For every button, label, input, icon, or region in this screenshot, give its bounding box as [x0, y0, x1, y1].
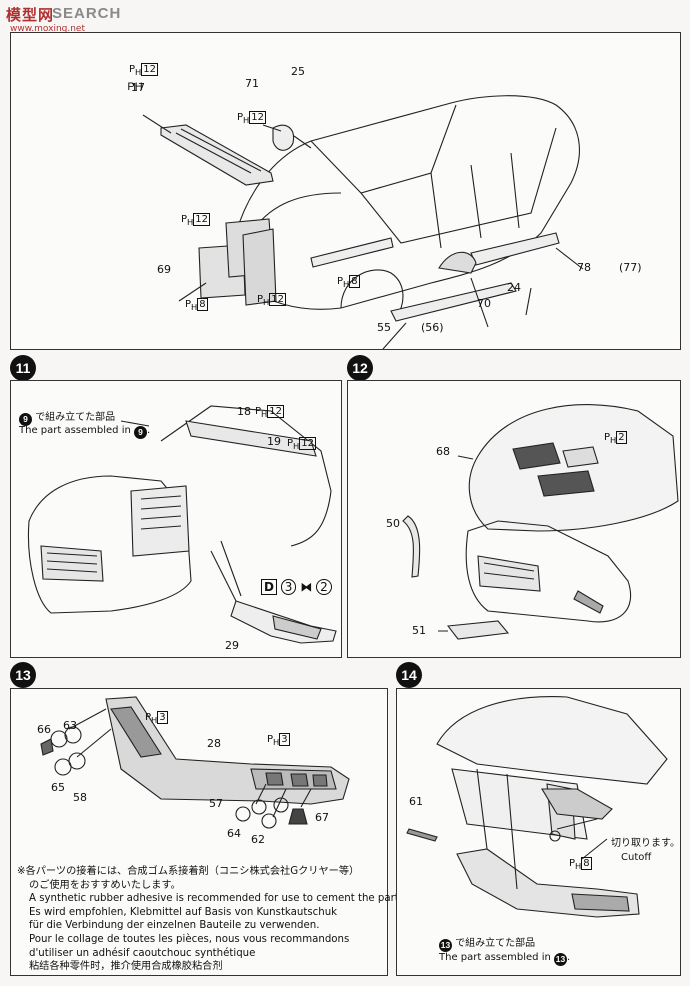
- ref-note-jp: 9 で組み立てた部品: [19, 411, 115, 426]
- part-label: 78: [577, 261, 591, 274]
- part-label: 62: [251, 833, 265, 846]
- watermark-brand: SEARCH: [52, 5, 122, 22]
- watermark-logo: 模型网: [6, 6, 55, 24]
- ref-note-en: The part assembled in 13.: [439, 952, 571, 966]
- cutoff-jp: 切り取ります。: [611, 838, 680, 849]
- part-label: 29: [225, 639, 239, 652]
- part-label: 51: [412, 624, 426, 637]
- part-label: 61: [409, 795, 423, 808]
- top-illustration: PH: [127, 81, 584, 350]
- part-label: 68: [436, 445, 450, 458]
- step-badge-11: 11: [10, 355, 36, 381]
- adhesive-note: ※各パーツの接着には、合成ゴム系接着剤（コニシ株式会社Gクリヤー等） のご使用を…: [17, 866, 408, 973]
- top-ph-1: PH: [127, 81, 142, 93]
- panel-12-illustration: [402, 404, 679, 640]
- part-label: 65: [51, 781, 65, 794]
- panel-11-illustration: [27, 405, 337, 644]
- part-label: 63: [63, 719, 77, 732]
- part-label: 50: [386, 517, 400, 530]
- part-label: 24: [507, 281, 521, 294]
- part-label: 67: [315, 811, 329, 824]
- cutoff-en: Cutoff: [621, 852, 652, 863]
- part-label: 66: [37, 723, 51, 736]
- paint-code: D 3 ⧓ 2: [261, 579, 332, 595]
- ref-note-jp: 13 で組み立てた部品: [439, 938, 536, 952]
- panel-14-illustration: [406, 696, 668, 918]
- part-label: 25: [291, 65, 305, 78]
- part-label: 58: [73, 791, 87, 804]
- part-label: (56): [421, 321, 444, 334]
- part-label: 28: [207, 737, 221, 750]
- part-label: 69: [157, 263, 171, 276]
- part-label: 70: [477, 297, 491, 310]
- part-label: 64: [227, 827, 241, 840]
- part-label: 57: [209, 797, 223, 810]
- part-label: (77): [619, 261, 642, 274]
- ref-note-en: The part assembled in 9.: [19, 425, 151, 439]
- part-label: 17: [131, 81, 145, 94]
- part-label: 55: [377, 321, 391, 334]
- part-label: 18: [237, 405, 251, 418]
- part-label: 19: [267, 435, 281, 448]
- watermark-domain: www.moxing.net: [10, 24, 85, 34]
- step-badge-13: 13: [10, 662, 36, 688]
- panel-11: 9 で組み立てた部品 The part assembled in 9. 18 P…: [10, 380, 342, 658]
- step-badge-12: 12: [347, 355, 373, 381]
- step-badge-14: 14: [396, 662, 422, 688]
- part-label: 71: [245, 77, 259, 90]
- panel-13-illustration: [40, 696, 350, 829]
